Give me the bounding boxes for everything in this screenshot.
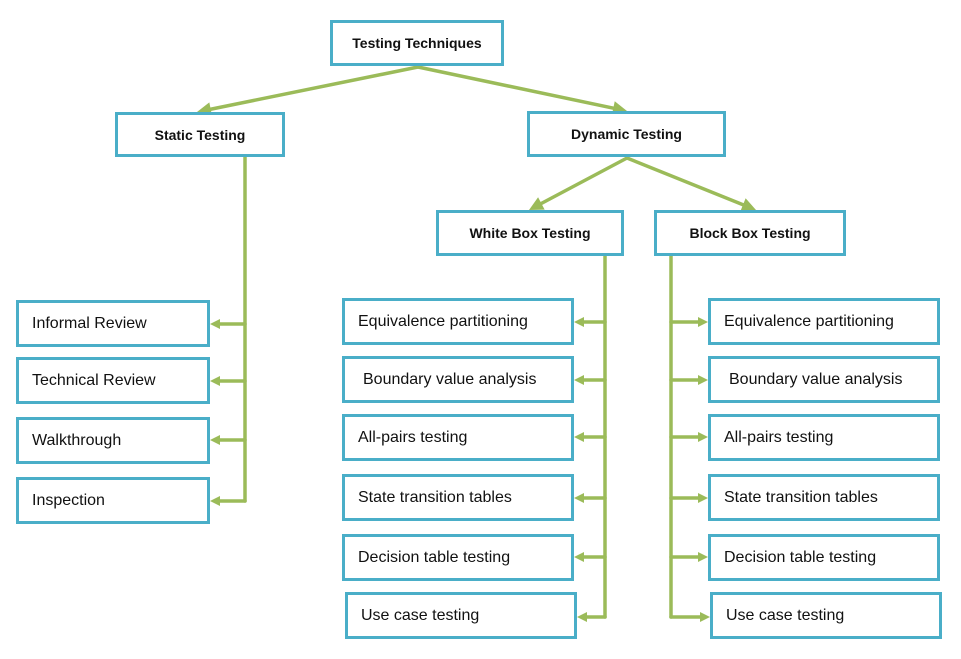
arrow-head bbox=[577, 612, 587, 622]
connector-line bbox=[537, 156, 629, 207]
node-testing-techniques: Testing Techniques bbox=[330, 20, 504, 66]
white-box-item: Equivalence partitioning bbox=[342, 298, 574, 345]
white-box-item: State transition tables bbox=[342, 474, 574, 521]
arrow-head bbox=[698, 375, 708, 385]
connector-line bbox=[625, 156, 747, 208]
item-label: State transition tables bbox=[358, 488, 512, 506]
static-item: Inspection bbox=[16, 477, 210, 524]
node-dynamic-testing: Dynamic Testing bbox=[527, 111, 726, 157]
arrow-head bbox=[529, 197, 545, 210]
block-box-item: Use case testing bbox=[710, 592, 942, 639]
item-label: All-pairs testing bbox=[358, 428, 468, 446]
node-label: Testing Techniques bbox=[352, 35, 482, 51]
arrow-head bbox=[574, 432, 584, 442]
block-box-item: All-pairs testing bbox=[708, 414, 940, 461]
node-label: Block Box Testing bbox=[689, 225, 811, 241]
arrow-head bbox=[210, 435, 220, 445]
item-label: Equivalence partitioning bbox=[358, 312, 528, 330]
arrow-head bbox=[210, 319, 220, 329]
item-label: Decision table testing bbox=[724, 548, 877, 566]
item-label: State transition tables bbox=[724, 488, 878, 506]
item-label: Use case testing bbox=[361, 606, 480, 624]
static-item: Walkthrough bbox=[16, 417, 210, 464]
static-item: Informal Review bbox=[16, 300, 210, 347]
arrow-head bbox=[210, 376, 220, 386]
item-label: All-pairs testing bbox=[724, 428, 834, 446]
block-box-item: Equivalence partitioning bbox=[708, 298, 940, 345]
white-box-item: Use case testing bbox=[345, 592, 577, 639]
arrow-head bbox=[740, 198, 756, 212]
arrow-head bbox=[698, 552, 708, 562]
connector-line bbox=[416, 65, 618, 111]
connector-line bbox=[207, 65, 420, 112]
item-label: Equivalence partitioning bbox=[724, 312, 894, 330]
white-box-item: Boundary value analysis bbox=[342, 356, 574, 403]
node-block-box-testing: Block Box Testing bbox=[654, 210, 846, 256]
static-item: Technical Review bbox=[16, 357, 210, 404]
node-static-testing: Static Testing bbox=[115, 112, 285, 157]
arrow-head bbox=[698, 317, 708, 327]
node-white-box-testing: White Box Testing bbox=[436, 210, 624, 256]
arrow-head bbox=[698, 432, 708, 442]
white-box-item: All-pairs testing bbox=[342, 414, 574, 461]
arrow-head bbox=[574, 317, 584, 327]
arrow-head bbox=[700, 612, 710, 622]
arrow-head bbox=[698, 493, 708, 503]
block-box-item: Boundary value analysis bbox=[708, 356, 940, 403]
item-label: Boundary value analysis bbox=[363, 370, 537, 388]
block-box-item: Decision table testing bbox=[708, 534, 940, 581]
node-label: Dynamic Testing bbox=[571, 126, 682, 142]
item-label: Use case testing bbox=[726, 606, 845, 624]
item-label: Technical Review bbox=[32, 371, 156, 389]
arrow-head bbox=[574, 552, 584, 562]
item-label: Boundary value analysis bbox=[729, 370, 903, 388]
arrow-head bbox=[574, 493, 584, 503]
item-label: Informal Review bbox=[32, 314, 147, 332]
arrow-head bbox=[210, 496, 220, 506]
block-box-item: State transition tables bbox=[708, 474, 940, 521]
item-label: Decision table testing bbox=[358, 548, 511, 566]
item-label: Walkthrough bbox=[32, 431, 122, 449]
node-label: Static Testing bbox=[154, 126, 246, 143]
arrow-head bbox=[574, 375, 584, 385]
node-label: White Box Testing bbox=[469, 225, 591, 241]
item-label: Inspection bbox=[32, 491, 105, 509]
white-box-item: Decision table testing bbox=[342, 534, 574, 581]
